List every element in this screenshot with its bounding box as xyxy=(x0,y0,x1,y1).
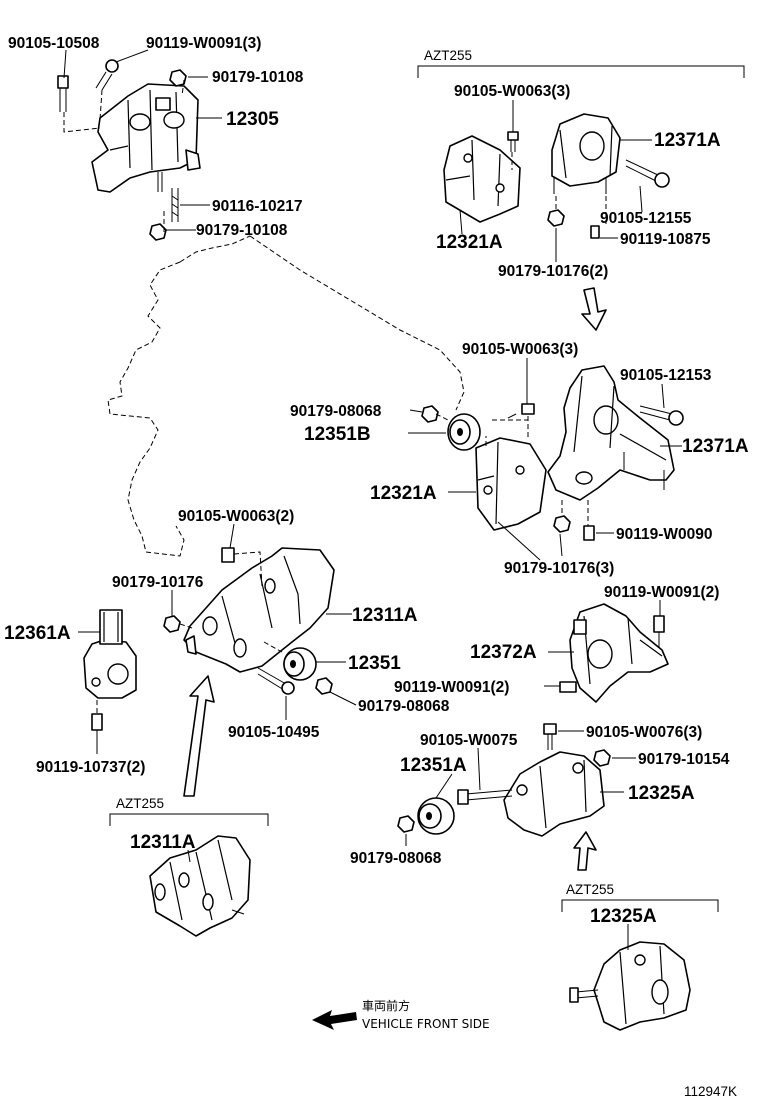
nut-90179-10176-mid xyxy=(553,515,571,533)
label-12311A-b: 12311A xyxy=(130,832,196,853)
label-12305: 12305 xyxy=(226,109,279,130)
label-12351: 12351 xyxy=(348,653,401,674)
nut-90179-08068-mid xyxy=(421,405,439,423)
bolt-90105-W0063-left xyxy=(221,547,235,563)
arrow-up-bottom-left xyxy=(183,675,215,797)
bolt-90105-W0076 xyxy=(543,723,557,750)
label-90105-W0063-3-b: 90105-W0063(3) xyxy=(462,341,578,358)
arrow-up-bottom-right xyxy=(573,831,597,871)
part-12325A-azt255 xyxy=(569,941,691,1031)
label-90179-08068-b: 90179-08068 xyxy=(358,698,450,715)
part-12351B-cushion xyxy=(447,413,481,451)
bolt-90105-12155 xyxy=(625,159,670,188)
part-12311A-azt255 xyxy=(149,835,251,937)
group-bracket-azt255-bottom-left xyxy=(109,813,269,826)
label-90179-10108-b: 90179-10108 xyxy=(196,222,288,239)
label-azt255-bottom-left: AZT255 xyxy=(116,796,164,811)
label-12371A-a: 12371A xyxy=(654,130,721,151)
label-90105-12155: 90105-12155 xyxy=(600,210,692,227)
label-90105-10495: 90105-10495 xyxy=(228,724,320,741)
label-90105-10508: 90105-10508 xyxy=(8,35,100,52)
label-12361A: 12361A xyxy=(4,623,71,644)
label-90119-10875: 90119-10875 xyxy=(620,231,711,248)
bolt-90119-10875 xyxy=(590,225,600,239)
part-12371A-mid xyxy=(547,365,675,501)
part-12351-cushion xyxy=(283,647,317,681)
bolt-90105-10495 xyxy=(257,667,295,695)
label-90179-10176: 90179-10176 xyxy=(112,574,204,591)
bolt-90105-W0063-mid xyxy=(507,403,535,419)
bolt-90105-W0063-top xyxy=(507,131,519,152)
label-12311A-a: 12311A xyxy=(352,605,418,626)
label-90179-10154: 90179-10154 xyxy=(638,751,730,768)
part-12371A-top xyxy=(551,113,621,194)
label-90179-10176-2: 90179-10176(2) xyxy=(498,263,608,280)
label-12325A-b: 12325A xyxy=(590,906,657,927)
label-90119-10737-2: 90119-10737(2) xyxy=(36,759,145,776)
label-12321A-b: 12321A xyxy=(370,483,437,504)
part-labels: 90105-10508 90119-W0091(3) 90179-10108 1… xyxy=(4,35,749,1099)
label-90119-W0091-2-a: 90119-W0091(2) xyxy=(604,584,719,601)
label-90105-12153: 90105-12153 xyxy=(620,367,712,384)
label-illustration-number: 112947K xyxy=(684,1084,737,1099)
arrow-down-top-right xyxy=(581,287,607,331)
label-90105-W0063-3-a: 90105-W0063(3) xyxy=(454,83,570,100)
label-vehicle-front-side: VEHICLE FRONT SIDE xyxy=(362,1017,490,1031)
label-90105-W0076-3: 90105-W0076(3) xyxy=(586,724,702,741)
bolt-90105-W0075 xyxy=(457,789,513,805)
label-90179-10108-a: 90179-10108 xyxy=(212,69,304,86)
engine-outline xyxy=(107,235,465,557)
part-12351A-cushion xyxy=(417,797,455,835)
label-12351A: 12351A xyxy=(400,755,467,776)
label-12372A: 12372A xyxy=(470,642,537,663)
label-90119-W0090: 90119-W0090 xyxy=(616,526,713,543)
group-bracket-azt255-top xyxy=(417,65,745,78)
bolt-90119-W0090 xyxy=(583,525,595,541)
label-90116-10217: 90116-10217 xyxy=(212,198,303,215)
part-12321A-mid xyxy=(475,437,547,531)
part-12325A-bracket xyxy=(503,751,605,837)
label-90105-W0075: 90105-W0075 xyxy=(420,732,518,749)
nut-90179-10108-bottom xyxy=(149,223,167,241)
label-vehicle-front-jp: 車両前方 xyxy=(362,998,410,1013)
bolt-90119-W0091-right-top xyxy=(653,615,665,648)
label-12325A-a: 12325A xyxy=(628,783,695,804)
nut-90179-08068-left xyxy=(315,677,333,695)
stud-90116-10217 xyxy=(171,188,179,222)
label-90179-08068-a: 90179-08068 xyxy=(290,403,382,420)
part-12361A-mount xyxy=(83,609,137,699)
label-90105-W0063-2: 90105-W0063(2) xyxy=(178,508,294,525)
label-90179-10176-3: 90179-10176(3) xyxy=(504,560,614,577)
label-12321A-a: 12321A xyxy=(436,232,503,253)
part-12321A-top xyxy=(443,135,521,223)
leader-lines xyxy=(63,49,682,950)
nut-90179-10176-left xyxy=(163,615,181,633)
vehicle-front-arrow-icon xyxy=(312,1010,357,1030)
label-azt255-bottom-right: AZT255 xyxy=(566,882,614,897)
label-90119-W0091-3: 90119-W0091(3) xyxy=(146,35,261,52)
nut-90179-10176-top xyxy=(547,209,565,227)
label-90119-W0091-2-b: 90119-W0091(2) xyxy=(394,679,509,696)
group-bracket-azt255-bottom-right xyxy=(561,899,719,912)
label-90179-08068-c: 90179-08068 xyxy=(350,850,442,867)
bolt-90105-10508 xyxy=(57,75,69,112)
bolt-90119-W0091 xyxy=(95,59,119,91)
bolt-90105-12153 xyxy=(639,405,684,426)
label-azt255-top: AZT255 xyxy=(424,48,472,63)
part-12372A-mount xyxy=(569,603,669,703)
bolt-90119-W0091-right-side xyxy=(559,681,577,693)
label-12351B: 12351B xyxy=(304,424,371,445)
nut-90179-10154 xyxy=(593,749,611,767)
nut-90179-08068-right xyxy=(397,815,415,833)
part-12305-mount xyxy=(91,83,201,193)
bolt-90119-10737 xyxy=(91,713,103,731)
label-12371A-b: 12371A xyxy=(682,436,749,457)
